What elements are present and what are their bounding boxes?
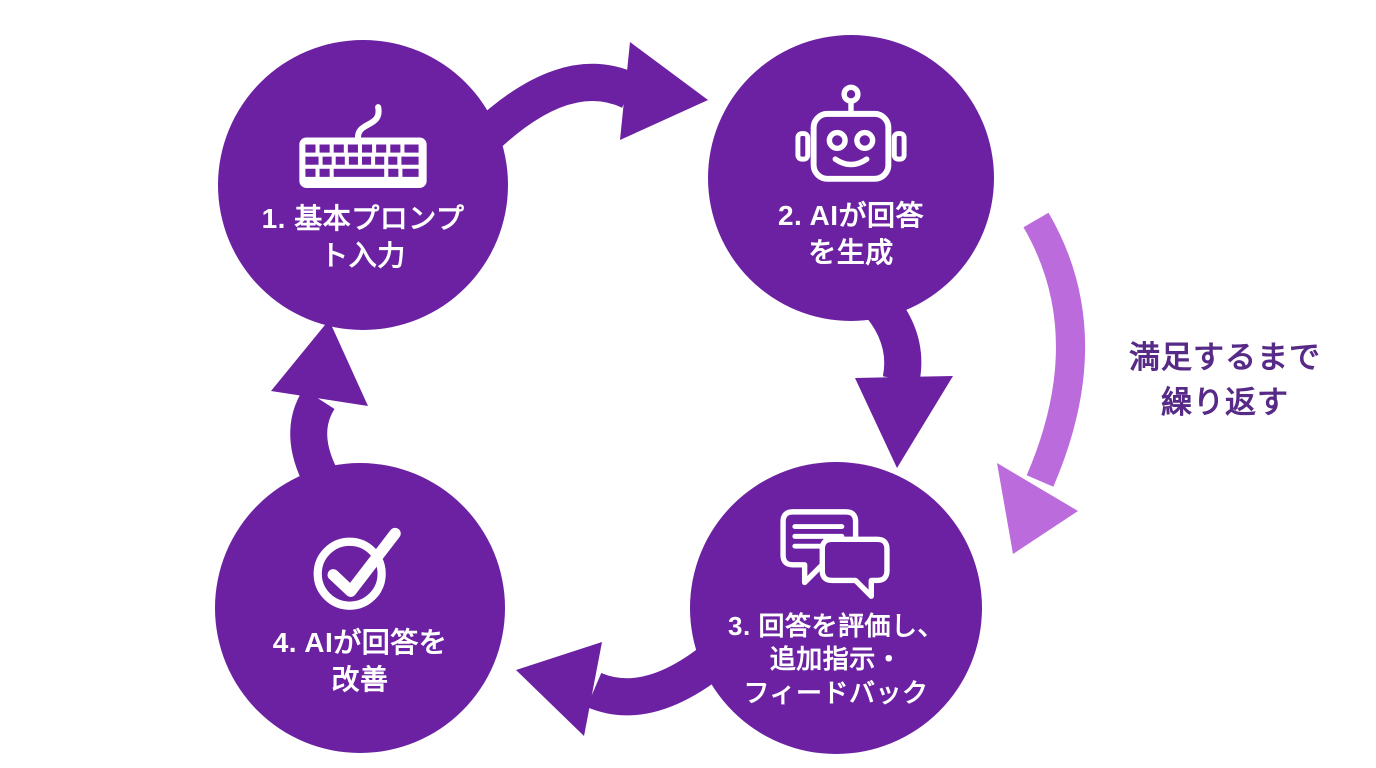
check-circle-icon [313, 527, 401, 610]
step-label-1: 1. 基本プロンプ ト入力 [262, 201, 465, 275]
chat-bubbles-icon [780, 509, 890, 599]
step-circle-2: 2. AIが回答 を生成 [708, 35, 994, 321]
step-label-3: 3. 回答を評価し、 追加指示・ フィードバック [728, 610, 944, 710]
step-label-2: 2. AIが回答 を生成 [778, 198, 924, 272]
step-2-line-1: 2. AIが回答 [777, 200, 925, 232]
step-label-4: 4. AIが回答を 改善 [273, 625, 448, 699]
step-circle-4: 4. AIが回答を 改善 [215, 463, 505, 753]
loop-arrow [997, 212, 1086, 554]
step-3-line-1: 3. 回答を評価し、 [728, 611, 944, 642]
arrow-step1-to-step2 [469, 42, 708, 154]
step-1-line-2: ト入力 [320, 240, 406, 271]
loop-label-line-2: 繰り返す [1161, 384, 1289, 420]
step-1-line-1: 1. 基本プロンプ [261, 203, 465, 235]
robot-icon [795, 84, 907, 182]
step-4-line-1: 4. AIが回答を [272, 627, 448, 659]
step-3-line-2: 追加指示・ [769, 644, 903, 675]
keyboard-icon [299, 104, 427, 189]
arrow-step4-to-step1 [271, 320, 368, 489]
loop-label-line-1: 満足するまで [1129, 340, 1321, 375]
step-2-line-2: を生成 [808, 237, 894, 268]
arrow-step2-to-step3 [855, 285, 953, 468]
arrow-step3-to-step4 [516, 638, 734, 736]
step-4-line-2: 改善 [331, 664, 389, 695]
loop-label: 満足するまで 繰り返す [1090, 336, 1360, 426]
step-3-line-3: フィードバック [743, 677, 929, 708]
step-circle-3: 3. 回答を評価し、 追加指示・ フィードバック [690, 462, 982, 754]
step-circle-1: 1. 基本プロンプ ト入力 [218, 40, 508, 330]
